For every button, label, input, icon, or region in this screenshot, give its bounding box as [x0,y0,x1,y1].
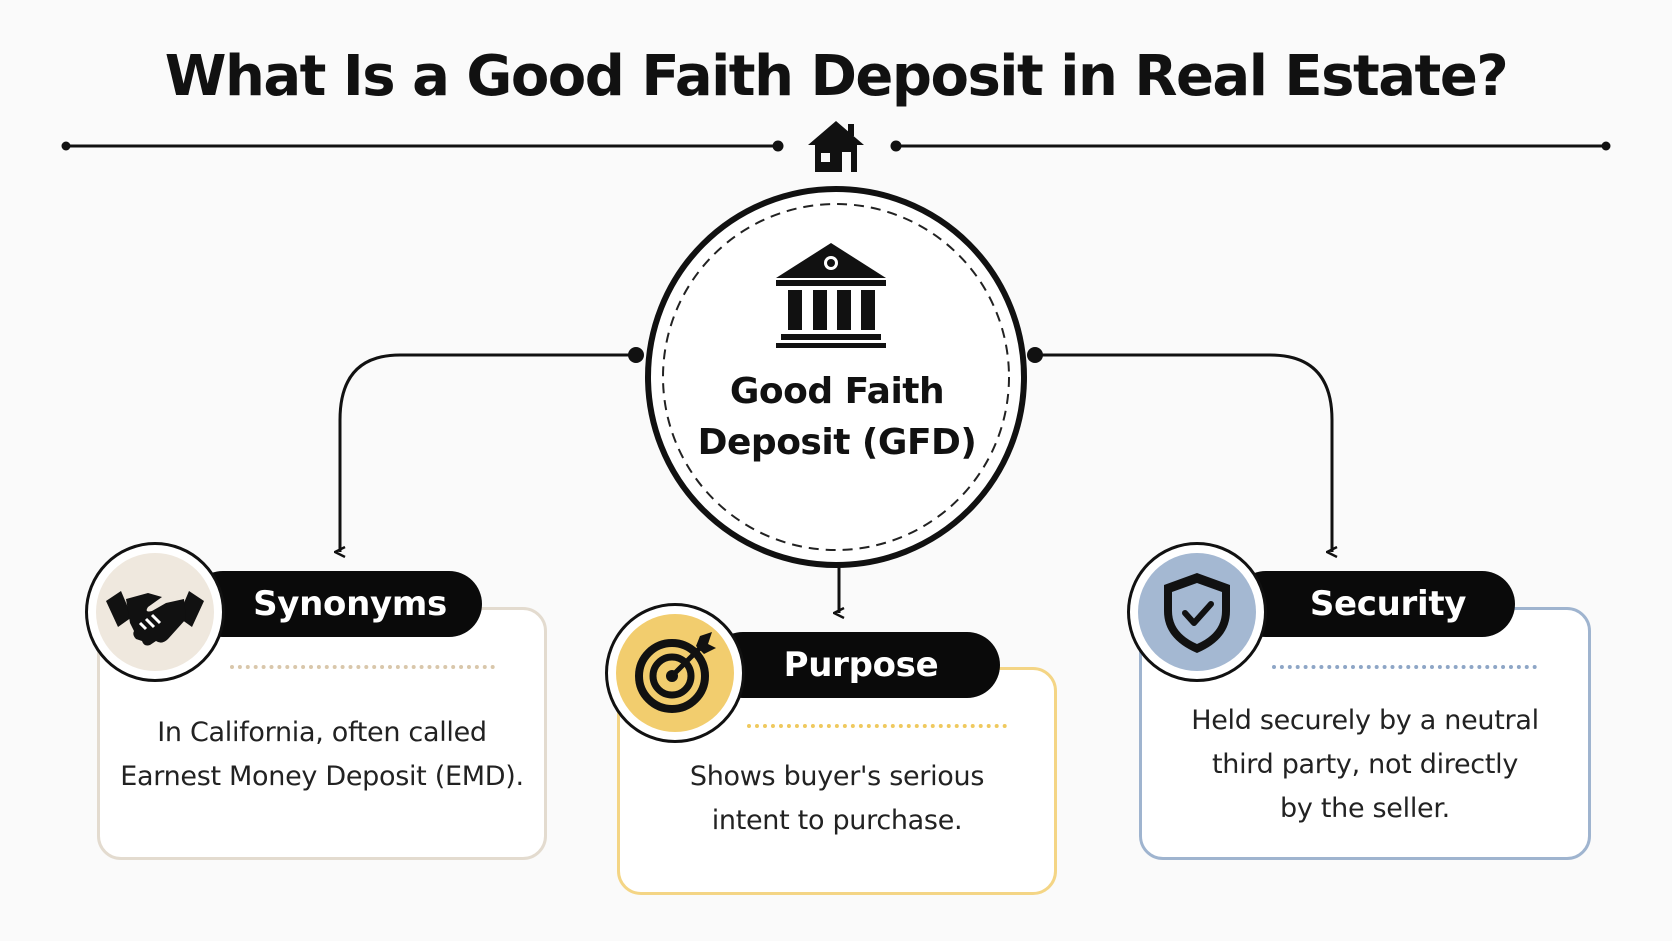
synonyms-icon-bg [96,553,214,671]
security-text-line: by the seller. [1280,793,1450,824]
security-text-line: third party, not directly [1211,749,1519,780]
page-title: What Is a Good Faith Deposit in Real Est… [164,44,1509,109]
house-icon [808,121,864,172]
header-divider [61,140,1611,152]
synonyms-text-line: In California, often called [157,717,487,748]
security-text: Held securely by a neutral third party, … [1139,699,1591,831]
center-label: Good Faith Deposit (GFD) [652,366,1022,468]
security-text-line: Held securely by a neutral [1191,705,1539,736]
connector-left-arrow [340,353,636,552]
center-node [645,186,1027,568]
synonyms-text: In California, often called Earnest Mone… [97,711,547,799]
synonyms-icon-badge [85,542,225,682]
shield-check-icon [1164,573,1230,653]
purpose-text-line: intent to purchase. [711,805,963,836]
purpose-divider [747,724,1007,728]
synonyms-divider [230,665,495,669]
security-divider [1272,665,1537,669]
purpose-icon-bg [616,614,734,732]
security-icon-bg [1138,553,1256,671]
purpose-label-text: Purpose [783,645,939,685]
center-label-line-2: Deposit (GFD) [697,422,977,463]
purpose-text: Shows buyer's serious intent to purchase… [617,755,1057,843]
target-icon [635,632,716,713]
purpose-icon-badge [605,603,745,743]
bank-icon [776,243,886,348]
purpose-text-line: Shows buyer's serious [689,761,985,792]
security-label-text: Security [1309,584,1467,624]
security-icon-badge [1127,542,1267,682]
synonyms-text-line: Earnest Money Deposit (EMD). [120,761,524,792]
security-label: Security [1233,571,1515,637]
connector-right-arrow [1035,353,1332,552]
synonyms-label: Synonyms [190,571,482,637]
synonyms-label-text: Synonyms [253,584,447,624]
center-label-line-1: Good Faith [729,371,945,412]
purpose-label: Purpose [710,632,1000,698]
handshake-icon [106,591,204,646]
